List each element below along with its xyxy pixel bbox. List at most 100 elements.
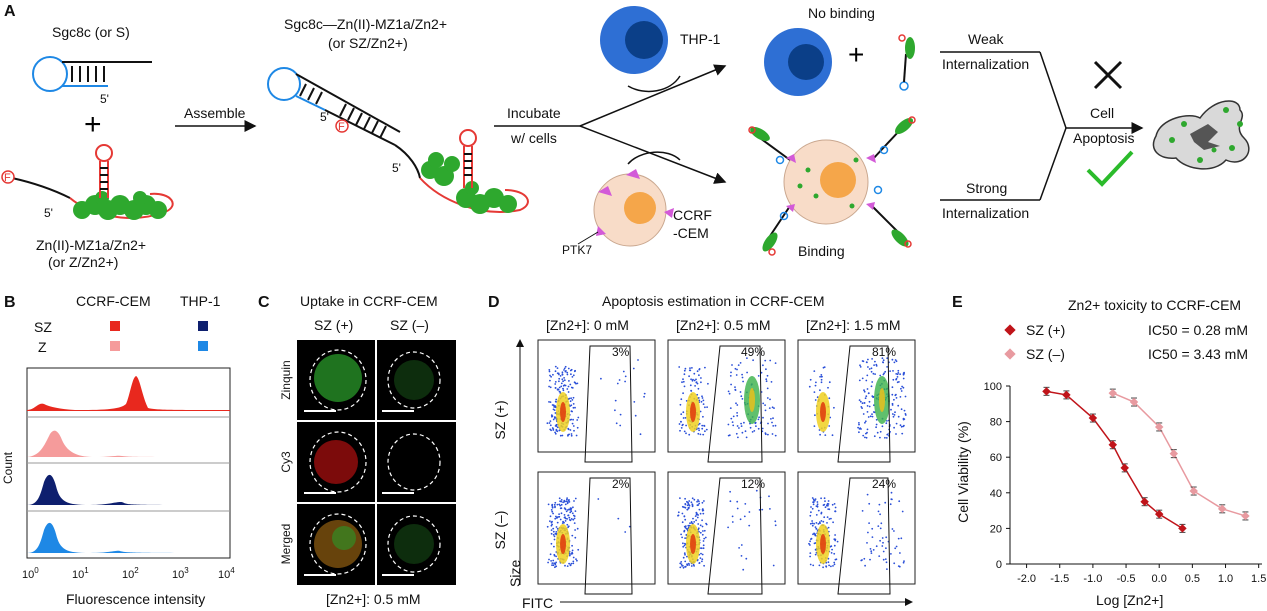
plus-sign-2: + [848,39,864,70]
svg-text:100: 100 [22,566,39,581]
merged-minus [394,524,434,564]
pct-r2c2: 12% [741,477,765,491]
e-xtick: -1.5 [1050,573,1069,585]
c-row-merged: Merged [279,524,293,565]
panel-b-letter: B [4,294,16,311]
arrow-to-thp1 [579,64,727,127]
e-xtick: -2.0 [1017,573,1036,585]
legend-sz-ccrf [110,321,120,331]
with-cells-label: w/ cells [510,130,557,146]
aptamer-sgc8c [32,56,152,92]
panel-a: A Sgc8c (or S) 5' + [1,3,1250,270]
e-data-point [1108,440,1118,449]
svg-text:102: 102 [122,566,139,581]
legend-z-ccrf [110,341,120,351]
e-ytick: 20 [990,523,1002,535]
internalization-weak: Internalization [942,56,1029,72]
five-prime-2: 5' [44,206,53,220]
incubate-label: Incubate [507,105,561,121]
bound-ccrf-cell [748,116,916,256]
thp1-label: THP-1 [680,31,721,47]
d-row2: SZ (–) [492,511,508,550]
d-xlabel: FITC [522,595,553,611]
no-binding-label: No binding [808,5,875,21]
e-data-point [1178,524,1187,533]
five-prime-1: 5' [100,92,109,106]
row-sz: SZ [34,319,52,335]
panel-a-letter: A [4,3,16,20]
cell-label: Cell [1090,105,1114,121]
plus-sign-1: + [84,108,102,141]
e-data-point [1062,390,1071,400]
zinquin-minus [394,360,434,400]
legend-z-thp [198,341,208,351]
arrow-to-ccrf [579,125,727,184]
five-prime-3: 5' [320,110,329,124]
panel-c-letter: C [258,294,270,311]
zinquin-plus [314,354,362,402]
c-row-cy3: Cy3 [279,451,293,473]
e-data-point [1140,497,1149,506]
complex-sz [267,67,529,214]
apoptosis-label: Apoptosis [1073,130,1134,146]
b-ylabel: Count [1,451,15,484]
pct-r1c1: 3% [612,345,630,359]
e-legend1: SZ (+) [1026,322,1065,338]
col-ccrf: CCRF-CEM [76,293,151,309]
e-data-point [1241,511,1250,521]
e-ytick: 100 [984,381,1002,393]
legend-sz-minus-marker [1004,348,1016,360]
e-data-point [1217,504,1227,514]
d-row1: SZ (+) [492,400,508,439]
fluor-label-1: F [4,172,11,184]
e-data-point [1189,486,1198,496]
d-title: Apoptosis estimation in CCRF-CEM [602,293,825,309]
five-prime-4: 5' [392,161,401,175]
pct-r1c2: 49% [741,345,765,359]
legend-sz-plus-marker [1004,324,1016,336]
protein-label-alt: (or Z/Zn2+) [48,254,118,270]
e-data-point [1129,397,1139,407]
e-data-point [1120,463,1129,473]
svg-text:104: 104 [218,566,235,581]
e-xtick: 1.5 [1251,573,1266,585]
row-z: Z [38,339,47,355]
c-col1: SZ (+) [314,317,353,333]
hist-z-ccrf [27,430,230,457]
e-data-point [1088,413,1098,423]
c-title: Uptake in CCRF-CEM [300,293,438,309]
pct-r2c1: 2% [612,477,630,491]
e-data-point [1154,422,1164,432]
e-ytick: 60 [990,452,1002,464]
e-ytick: 0 [996,559,1002,571]
assemble-label: Assemble [184,105,246,121]
protein-label: Zn(II)-MZ1a/Zn2+ [36,237,146,253]
binding-label: Binding [798,243,845,259]
thp1-cell [600,6,668,74]
hist-sz-ccrf [27,376,230,411]
pct-r1c3: 81% [872,345,896,359]
ptk7-label: PTK7 [562,243,592,257]
fluor-label-2: F [338,121,345,133]
flow-plot [537,339,656,453]
svg-text:101: 101 [72,566,89,581]
e-ytick: 80 [990,417,1002,429]
check-icon [1086,150,1134,187]
cross-icon [1093,60,1123,90]
svg-text:103: 103 [172,566,189,581]
complex-label: Sgc8c—Zn(II)-MZ1a/Zn2+ [284,16,447,32]
e-xtick: -1.0 [1083,573,1102,585]
flow-plot [797,471,916,585]
e-title: Zn2+ toxicity to CCRF-CEM [1068,297,1241,313]
e-data-point [1169,449,1179,458]
e-legend2: SZ (–) [1026,346,1065,362]
ccrf-cell [593,169,674,247]
e-xtick: 0.5 [1185,573,1200,585]
e-ic1: IC50 = 0.28 mM [1148,322,1248,338]
e-series-line [1046,390,1183,530]
hist-z-thp [27,522,230,553]
weak-label: Weak [968,31,1005,47]
ccrf-label-2: -CEM [673,225,709,241]
